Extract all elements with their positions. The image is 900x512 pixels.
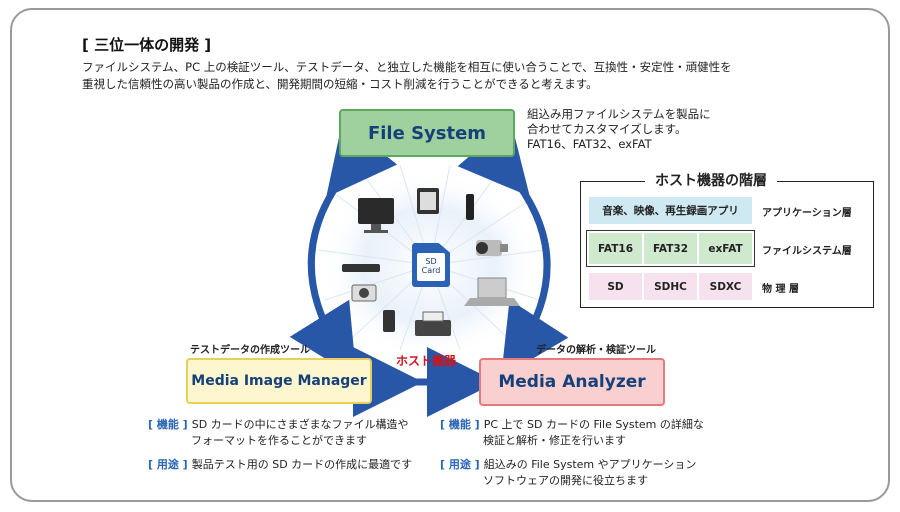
ma-use-line: 組込みの File System やアプリケーション — [483, 458, 697, 471]
mim-function-line: フォーマットを作ることができます — [191, 434, 367, 447]
arrow-fs-to-ma — [457, 120, 569, 378]
layer-cell-app: 音楽、映像、再生録画アプリ — [589, 197, 752, 224]
mim-caption: テストデータの作成ツール — [190, 345, 310, 356]
fs-desc-line: FAT16、FAT32、exFAT — [527, 137, 652, 151]
host-device-label: ホスト機器 — [396, 354, 457, 368]
printer-icon — [415, 311, 451, 336]
layer-label-app: アプリケーション層 — [762, 208, 852, 219]
video-player-icon — [342, 264, 380, 272]
layer-cell-fat16: FAT16 — [589, 233, 642, 264]
intro-text: ファイルシステム、PC 上の検証ツール、テストデータ、と独立した機能を相互に使い… — [82, 59, 842, 93]
ma-caption: データの解析・検証ツール — [536, 345, 656, 356]
intro-line: ファイルシステム、PC 上の検証ツール、テストデータ、と独立した機能を相互に使い… — [82, 60, 732, 74]
media-analyzer-box: Media Analyzer — [479, 358, 665, 406]
ma-function-line: PC 上で SD カードの File System の詳細な — [483, 418, 704, 431]
monitor-icon — [358, 198, 394, 233]
file-system-description: 組込み用ファイルシステムを製品に 合わせてカスタマイズします。 FAT16、FA… — [527, 107, 711, 152]
layer-cell-sdxc: SDXC — [699, 273, 752, 300]
mim-use-tag: [ 用途 ] — [148, 458, 188, 471]
ma-use-line: ソフトウェアの開発に役立ちます — [483, 474, 648, 487]
sd-card-icon: SD Card — [412, 243, 450, 287]
file-system-box: File System — [339, 109, 515, 157]
mim-function-tag: [ 機能 ] — [148, 418, 188, 431]
layer-cell-exfat: exFAT — [699, 233, 752, 264]
phone-icon — [466, 194, 474, 220]
host-layers-title: ホスト機器の階層 — [645, 170, 777, 190]
mim-use-desc: [ 用途 ]製品テスト用の SD カードの作成に最適です — [148, 457, 412, 473]
mobile-icon — [383, 310, 395, 332]
ma-function-line: 検証と解析・修正を行います — [483, 434, 626, 447]
arrow-fs-to-mim — [289, 120, 398, 378]
ma-use-tag: [ 用途 ] — [440, 458, 480, 471]
layer-label-physical: 物 理 層 — [762, 284, 799, 295]
layer-cell-sdhc: SDHC — [644, 273, 697, 300]
layer-cell-sd: SD — [589, 273, 642, 300]
layer-cell-fat32: FAT32 — [644, 233, 697, 264]
mim-function-line: SD カードの中にさまざまなファイル構造や — [191, 418, 409, 431]
media-image-manager-box: Media Image Manager — [186, 358, 372, 404]
tablet-icon — [417, 188, 439, 214]
camera-icon — [351, 284, 377, 302]
ma-function-tag: [ 機能 ] — [440, 418, 480, 431]
fs-desc-line: 組込み用ファイルシステムを製品に — [527, 107, 711, 121]
mim-function-desc: [ 機能 ]SD カードの中にさまざまなファイル構造や フォーマットを作ることが… — [148, 417, 408, 449]
outer-frame — [10, 8, 890, 502]
ma-function-desc: [ 機能 ]PC 上で SD カードの File System の詳細な 検証と… — [440, 417, 704, 449]
camcorder-icon — [476, 240, 508, 256]
sd-card-line: SD — [425, 257, 437, 266]
laptop-icon — [464, 277, 520, 306]
page-title: [ 三位一体の開発 ] — [82, 36, 212, 54]
fs-desc-line: 合わせてカスタマイズします。 — [527, 122, 687, 136]
layer-label-fs: ファイルシステム層 — [762, 246, 852, 257]
mim-use-line: 製品テスト用の SD カードの作成に最適です — [191, 458, 413, 471]
fs-layer-frame — [586, 230, 755, 267]
ma-use-desc: [ 用途 ]組込みの File System やアプリケーション ソフトウェアの… — [440, 457, 696, 489]
sd-card-line: Card — [421, 266, 441, 275]
intro-line: 重視した信頼性の高い製品の作成と、開発期間の短縮・コスト削減を行うことができると… — [82, 77, 598, 91]
sd-card-label: SD Card — [417, 253, 445, 281]
